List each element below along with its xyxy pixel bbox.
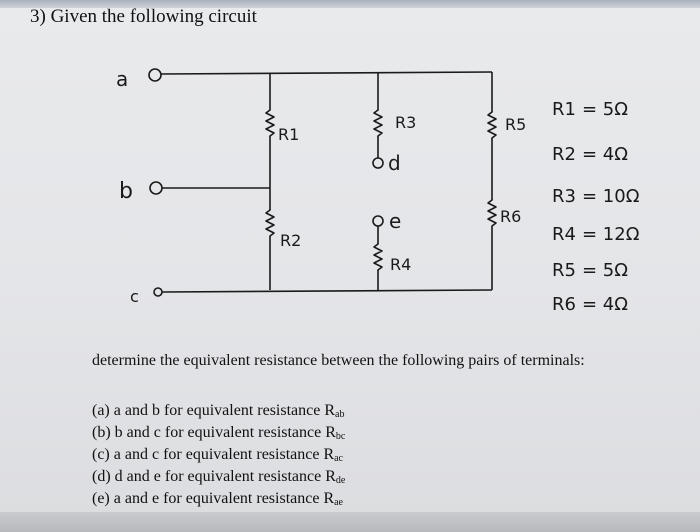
value-r3: = 10Ω [582, 186, 640, 207]
r4-resistor-symbol [373, 243, 383, 271]
value-r4: = 12Ω [582, 224, 640, 245]
terminal-b-node [149, 181, 163, 195]
problem-heading: 3) Given the following circuit [30, 6, 257, 27]
terminal-a-node [148, 68, 162, 82]
r3-label: R3 [395, 113, 416, 132]
value-r2-name: R2 [552, 144, 576, 165]
value-r6-name: R6 [552, 294, 576, 315]
terminal-label-c: c [130, 287, 139, 306]
problem-prompt: determine the equivalent resistance betw… [92, 352, 585, 369]
r2-label: R2 [280, 231, 301, 250]
value-r4-name: R4 [552, 224, 576, 245]
question-part-c: (c) a and c for equivalent resistance Ra… [92, 446, 343, 464]
terminal-e-node [372, 215, 384, 227]
r6-label: R6 [500, 207, 521, 226]
terminal-label-a: a [116, 67, 128, 91]
r5-resistor-symbol [487, 111, 497, 139]
r4-label: R4 [390, 255, 411, 274]
question-part-d: (d) d and e for equivalent resistance Rd… [92, 468, 346, 486]
r1-label: R1 [278, 125, 299, 144]
question-part-e: (e) a and e for equivalent resistance Ra… [92, 490, 343, 508]
terminal-d-node [372, 157, 384, 169]
top-edge [0, 0, 700, 8]
paper-sheet [0, 0, 700, 518]
terminal-c-node [153, 287, 163, 297]
value-r1: = 5Ω [582, 99, 628, 120]
value-r5: = 5Ω [582, 260, 628, 281]
terminal-label-d: d [388, 151, 401, 175]
value-r3-name: R3 [552, 186, 576, 207]
question-part-a: (a) a and b for equivalent resistance Ra… [92, 402, 345, 420]
r6-resistor-symbol [487, 199, 497, 227]
circuit-diagram: a R1 b R2 c R3 d e R4 R5 R6 R1 = 5Ω R2 =… [116, 67, 640, 315]
terminal-label-e: e [389, 209, 401, 233]
terminal-label-b: b [119, 179, 133, 204]
value-r1-name: R1 [552, 99, 576, 120]
value-r2: = 4Ω [582, 144, 628, 165]
value-r6: = 4Ω [582, 294, 628, 315]
r5-label: R5 [505, 115, 526, 134]
r2-resistor-symbol [265, 209, 275, 237]
question-part-b: (b) b and c for equivalent resistance Rb… [92, 424, 346, 442]
value-r5-name: R5 [552, 260, 576, 281]
question-list: (a) a and b for equivalent resistance Ra… [92, 400, 345, 510]
r3-resistor-symbol [373, 109, 383, 137]
r1-resistor-symbol [265, 109, 275, 137]
resistor-values: R1 = 5Ω R2 = 4Ω R3 = 10Ω R4 = 12Ω R5 = 5… [552, 99, 640, 315]
bottom-shadow [0, 512, 700, 532]
